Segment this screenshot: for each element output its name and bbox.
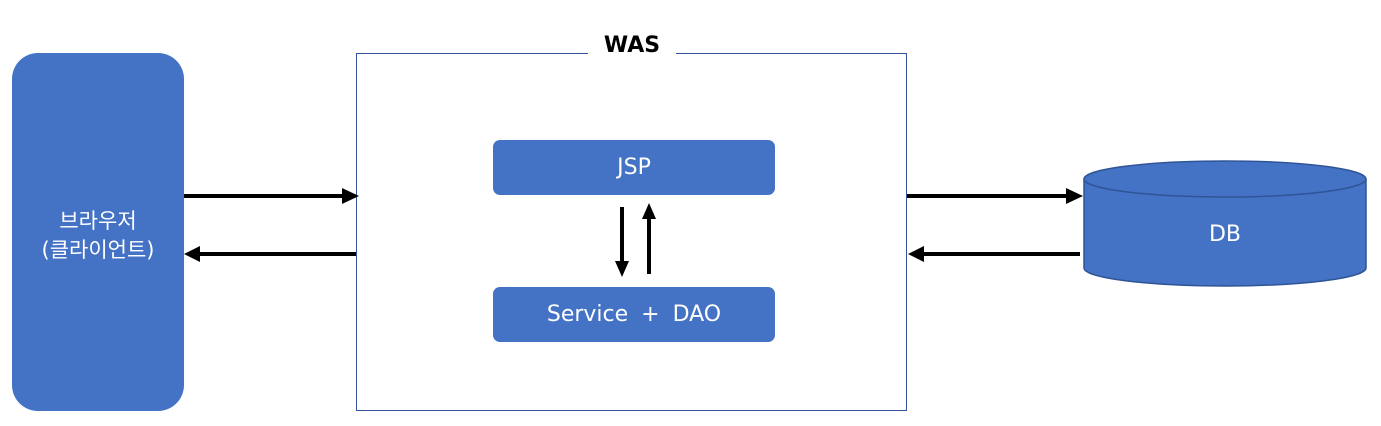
was-title: WAS <box>588 28 676 62</box>
service-dao-node: Service + DAO <box>493 287 775 342</box>
db-to-was-arrow <box>908 246 1080 262</box>
was-to-browser-arrow <box>184 246 356 262</box>
service-to-jsp-arrow <box>642 203 656 274</box>
db-cylinder <box>1083 160 1367 287</box>
browser-client-label-line1: 브라우저 <box>59 209 137 233</box>
jsp-label: JSP <box>617 155 651 180</box>
jsp-node: JSP <box>493 140 775 195</box>
browser-client-node: 브라우저 (클라이언트) <box>12 53 184 411</box>
browser-to-was-arrow <box>184 188 359 204</box>
jsp-to-service-arrow <box>615 207 629 277</box>
db-label: DB <box>1208 221 1242 247</box>
browser-client-label-line2: (클라이언트) <box>41 238 155 262</box>
service-dao-label: Service + DAO <box>546 302 722 327</box>
was-to-db-arrow <box>907 188 1083 204</box>
